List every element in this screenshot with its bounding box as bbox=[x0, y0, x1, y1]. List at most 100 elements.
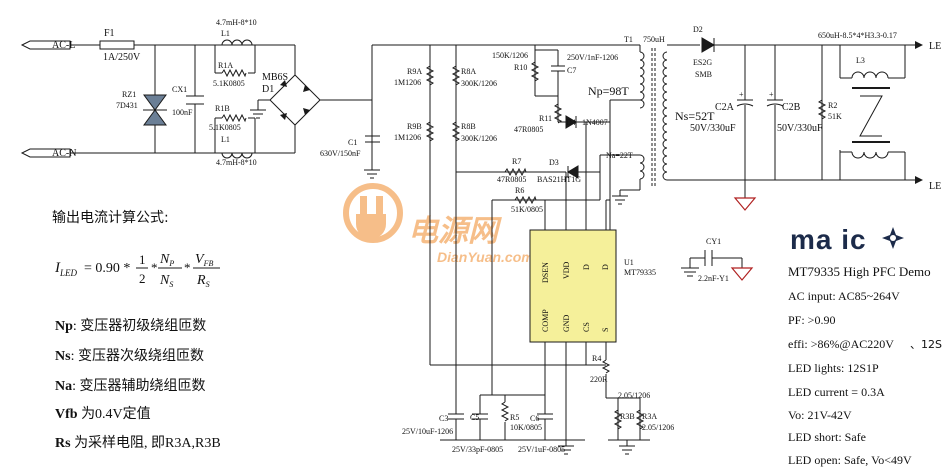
ic-pin-d2: D bbox=[601, 264, 610, 270]
d1-ref: D1 bbox=[262, 84, 274, 95]
cy1-ref: CY1 bbox=[706, 237, 721, 246]
led-plus-connector bbox=[915, 41, 923, 49]
cy1-value: 2.2nF-Y1 bbox=[698, 274, 729, 283]
watermark-url: DianYuan.com bbox=[437, 249, 534, 265]
ic-pin-comp: COMP bbox=[541, 309, 550, 332]
d2-ref: D2 bbox=[693, 25, 703, 34]
input-section: AC-L AC-N F1 1A/250V RZ1 7D431 CX1 100nF… bbox=[20, 18, 372, 167]
resistor-r8b bbox=[451, 121, 461, 142]
r5-ref: R5 bbox=[510, 413, 519, 422]
d3-value: BAS21HT1G bbox=[537, 175, 581, 184]
formula-star-2: * bbox=[184, 260, 191, 275]
resistor-r9b bbox=[425, 121, 435, 142]
resistor-r8a bbox=[451, 65, 461, 86]
ic-pin-dsen: DSEN bbox=[541, 262, 550, 283]
c1-ref: C1 bbox=[348, 138, 357, 147]
svg-text:+: + bbox=[769, 90, 774, 99]
spec-line: LED current = 0.3A bbox=[788, 385, 885, 399]
formula-rs: RS bbox=[196, 273, 210, 289]
spec-line: effi: >86%@AC220V bbox=[788, 337, 894, 351]
c3-ref: C3 bbox=[439, 414, 448, 423]
r9b-value: 1M1206 bbox=[394, 133, 421, 142]
brand-logo-star-icon bbox=[882, 227, 904, 249]
l1-top-ref: L1 bbox=[221, 29, 230, 38]
choke-l1-top-icon bbox=[221, 39, 253, 46]
ground-cs-icon bbox=[619, 445, 635, 455]
cx1-value: 100nF bbox=[172, 108, 193, 117]
r11-ref: R11 bbox=[539, 114, 552, 123]
rz1-value: 7D431 bbox=[116, 101, 138, 110]
spec-line: PF: >0.90 bbox=[788, 313, 835, 327]
spec-effi-tail: 、12S bbox=[910, 338, 942, 351]
led-minus-label: LE bbox=[929, 181, 941, 192]
led-plus-label: LE bbox=[929, 41, 941, 52]
watermark: 电源网 DianYuan.com bbox=[343, 183, 534, 265]
c2b-value: 50V/330uF bbox=[777, 123, 823, 134]
r1b-ref: R1B bbox=[215, 104, 230, 113]
led-minus-connector bbox=[915, 176, 923, 184]
r1b-value: 5.1K0805 bbox=[209, 123, 241, 132]
r7-ref: R7 bbox=[512, 157, 521, 166]
legend-item: Ns: 变压器次级绕组匝数 bbox=[55, 348, 204, 364]
c6-ref: C6 bbox=[530, 414, 539, 423]
r1a-ref: R1A bbox=[218, 61, 233, 70]
c2a-ref: C2A bbox=[715, 102, 735, 113]
ns-label: Ns=52T bbox=[675, 109, 715, 123]
r4-ref: R4 bbox=[592, 354, 601, 363]
resistor-r10 bbox=[530, 61, 540, 82]
c2a-value: 50V/330uF bbox=[690, 123, 736, 134]
r1a-value: 5.1K0805 bbox=[213, 79, 245, 88]
resistor-r4 bbox=[601, 359, 611, 374]
legend-item: Rs 为采样电阻, 即R3A,R3B bbox=[55, 435, 221, 451]
rz1-ref: RZ1 bbox=[122, 90, 136, 99]
resistor-r3b bbox=[613, 409, 623, 430]
choke-l3-top-icon bbox=[851, 71, 889, 79]
r8a-value: 300K/1206 bbox=[461, 79, 497, 88]
watermark-brand: 电源网 bbox=[408, 214, 502, 249]
r7-value: 47R0805 bbox=[497, 175, 526, 184]
r6-ref: R6 bbox=[515, 186, 524, 195]
d3-ref: D3 bbox=[549, 158, 559, 167]
formula-heading: 输出电流计算公式: bbox=[52, 210, 169, 226]
legend-item: Vfb 为0.4V定值 bbox=[55, 406, 151, 422]
c6-value: 25V/1uF-0805 bbox=[518, 445, 565, 454]
choke-l3-bottom-icon bbox=[851, 151, 889, 159]
r10-ref: R10 bbox=[514, 63, 527, 72]
r4-value: 220R bbox=[590, 375, 608, 384]
t1-primary-icon bbox=[639, 51, 645, 109]
ic-pin-cs: CS bbox=[582, 322, 591, 332]
ic-pin-s: S bbox=[601, 328, 610, 332]
acl-label: AC-L bbox=[52, 40, 75, 51]
c7-ref: C7 bbox=[567, 66, 576, 75]
resistor-r1a bbox=[221, 68, 247, 78]
r2-value: 51K bbox=[828, 112, 842, 121]
t1-value: 750uH bbox=[643, 35, 665, 44]
ground-cy1-primary-icon bbox=[681, 267, 699, 277]
c5-value: 25V/33pF-0805 bbox=[452, 445, 503, 454]
svg-text:+: + bbox=[739, 90, 744, 99]
resistor-r3a bbox=[635, 409, 645, 430]
formula-np: NP bbox=[159, 252, 174, 268]
c3-value: 25V/10uF-1206 bbox=[402, 427, 453, 436]
formula-coefficient: = 0.90 * bbox=[84, 261, 130, 276]
spec-line: Vo: 21V-42V bbox=[788, 408, 852, 422]
control-section: R7 47R0805 D3 BAS21HT1G R6 51K/0805 U1 M… bbox=[402, 122, 754, 455]
formula-ns: NS bbox=[159, 273, 173, 289]
choke-l1-bottom-icon bbox=[221, 152, 253, 159]
ic-pin-vdd: VDD bbox=[562, 261, 571, 279]
resistor-r9a bbox=[425, 65, 435, 86]
r5-value: 10K/0805 bbox=[510, 423, 542, 432]
ground-output-icon bbox=[733, 197, 757, 211]
ic-part: MT79335 bbox=[624, 268, 656, 277]
r11-value: 47R0805 bbox=[514, 125, 543, 134]
diode-d2-icon bbox=[701, 37, 715, 53]
l3-ref: L3 bbox=[856, 56, 865, 65]
r9a-value: 1M1206 bbox=[394, 78, 421, 87]
r2-ref: R2 bbox=[828, 101, 837, 110]
ground-cy1-secondary-icon bbox=[730, 267, 754, 281]
l1-bottom-value: 4.7mH-8*10 bbox=[216, 158, 257, 167]
r3a-value: 2.05/1206 bbox=[642, 423, 674, 432]
acn-label: AC-N bbox=[52, 148, 76, 159]
fuse-f1 bbox=[99, 40, 135, 50]
